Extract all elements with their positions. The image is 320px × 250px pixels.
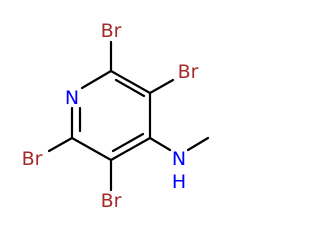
bond-n1-c2 — [80, 69, 113, 90]
molecule-structure: Br Br N Br N H Br — [22, 20, 210, 212]
bonds — [47, 40, 210, 192]
bond-c6-br — [47, 136, 74, 153]
atom-n-ring: N — [65, 87, 79, 109]
atom-br-bottom: Br — [101, 190, 122, 212]
bond-c2-c3 — [109, 69, 152, 95]
bond-c4-c5-inner — [111, 132, 145, 153]
atom-labels: Br Br N Br N H Br — [22, 20, 199, 212]
atom-br-right: Br — [178, 61, 199, 83]
bond-c3-br — [148, 78, 175, 95]
atom-h-amine: H — [172, 171, 186, 193]
bond-c5-c6 — [70, 136, 113, 162]
bond-c4-c5 — [109, 136, 152, 162]
atom-br-top: Br — [101, 20, 122, 42]
bond-c2-c3-inner — [114, 78, 146, 98]
atom-n-amine: N — [172, 148, 186, 170]
bond-n-methyl — [186, 136, 210, 152]
bond-c4-n — [148, 136, 172, 152]
atom-br-left: Br — [22, 148, 43, 170]
